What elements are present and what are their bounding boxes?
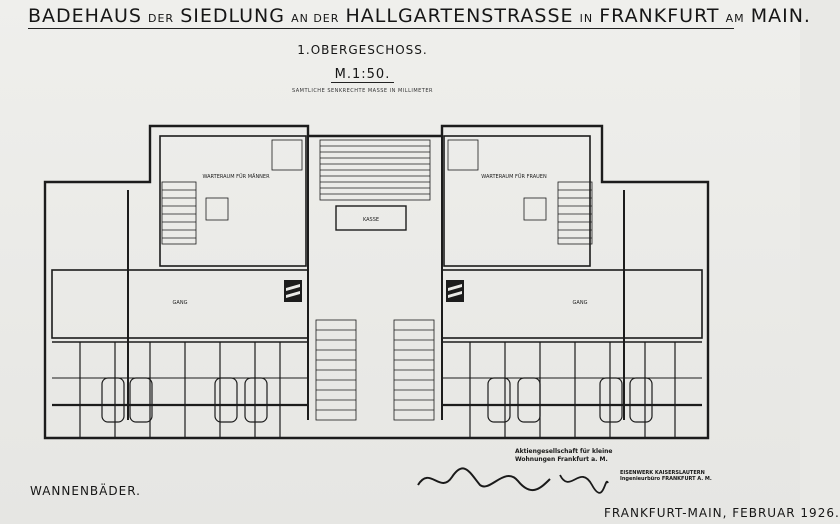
organization-stamp: Aktiengesellschaft für kleine Wohnungen … [515,448,613,463]
room-label-waiting-women: WARTERAUM FÜR FRAUEN [481,173,547,180]
floor-plan: WARTERAUM FÜR MÄNNER WARTERAUM FÜR FRAUE… [43,124,710,440]
room-label-waiting-men: WARTERAUM FÜR MÄNNER [202,173,270,180]
scale-label: M.1:50. [0,67,725,83]
title-word: IN [579,12,594,25]
drawing-title: BADEHAUS DER SIEDLUNG AN DER HALLGARTENS… [28,5,811,27]
stair-hall-wall [307,136,443,420]
waiting-room-men [159,135,307,267]
drawing-caption: WANNENBÄDER. [30,484,141,498]
outer-wall [43,124,710,440]
floor-label: 1.OBERGESCHOSS. [297,43,428,57]
waiting-room-women [443,135,591,267]
room-label-corridor-right: GANG [573,300,588,306]
signature [417,467,609,494]
title-word: FRANKFURT [599,5,720,27]
firm-stamp: EISENWERK KAISERSLAUTERN Ingenieurbüro F… [620,470,712,482]
title-word: AM [725,12,745,25]
title-word: AN DER [291,12,340,25]
scale-note: SAMTLICHE SENKRECHTE MASSE IN MILLIMETER [292,88,433,94]
drawing-date: FRANKFURT-MAIN, FEBRUAR 1926. [604,506,840,520]
title-word: HALLGARTENSTRASSE [345,5,574,27]
title-word: DER [148,12,175,25]
title-word: BADEHAUS [28,5,142,27]
room-label-cashier: KASSE [363,217,379,223]
scale-text: M.1:50. [330,67,395,83]
room-label-corridor-left: GANG [173,300,188,306]
corridor-left [51,269,309,339]
title-underline [28,28,734,29]
title-word: MAIN. [750,5,811,27]
corridor-right [441,269,703,339]
title-word: SIEDLUNG [180,5,285,27]
